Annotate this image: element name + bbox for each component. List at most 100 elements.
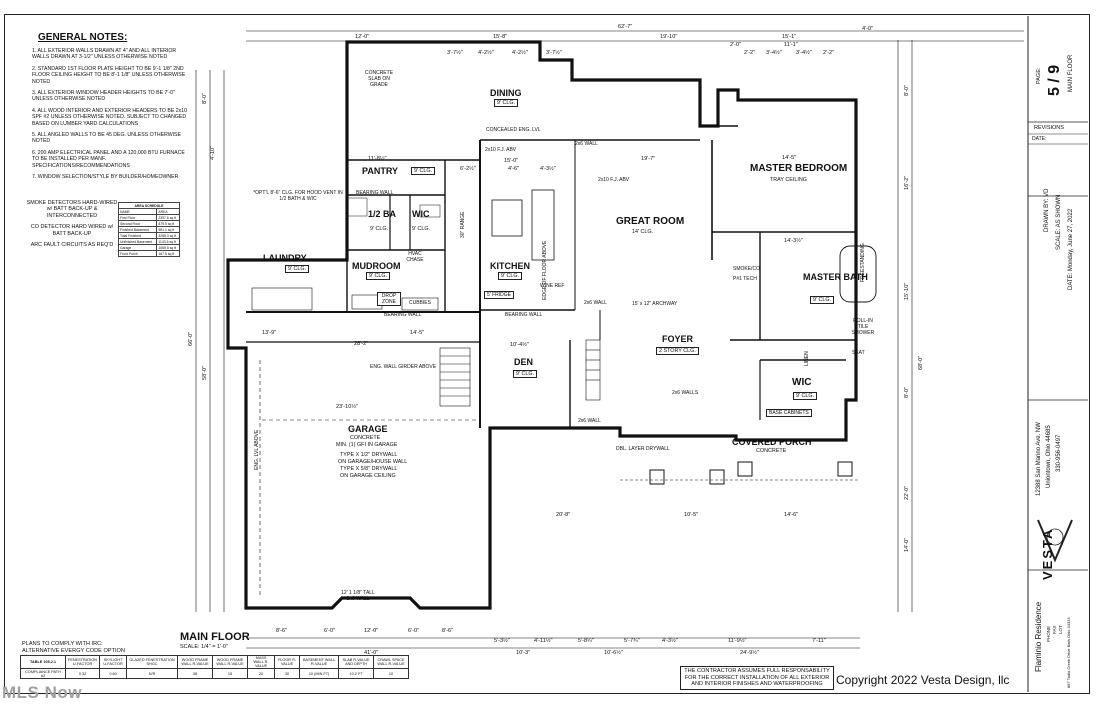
room-den: DEN	[514, 357, 534, 367]
energy-header: FENESTRATION U-FACTOR	[64, 655, 101, 669]
dim-label: 11'-8½"	[368, 156, 387, 162]
dim-label: 66'-0"	[188, 331, 194, 346]
garage-note: ON GARAGE CEILING	[340, 473, 396, 479]
dim-label: 8'-0"	[202, 92, 208, 104]
girder-label: ENG. WALL GIRDER ABOVE	[370, 364, 437, 370]
dim-label: 15'-1"	[782, 34, 797, 40]
dim-label: 62'-7"	[618, 24, 633, 30]
dim-label: 12'-0"	[355, 34, 370, 40]
note-item: 4. ALL WOOD INTERIOR AND EXTERIOR HEADER…	[32, 107, 187, 127]
garage-note: MIN. (1) GFI IN GARAGE	[336, 442, 398, 448]
edge-floor-label: EDGE OF FLOOR ABOVE	[542, 240, 548, 300]
energy-header: BASEMENT WALL R-VALUE	[299, 655, 340, 669]
firm-address: Uniontown, Ohio 44685	[1046, 425, 1052, 488]
dim-label: 2'-2"	[744, 50, 756, 56]
firm-phone: 330-956-0497	[1056, 434, 1062, 472]
energy-cell: 10	[373, 668, 410, 679]
energy-cell: COMPLIANCE PATH #2	[20, 668, 66, 679]
firm-address: 12388 San Marino Ave. NW	[1036, 422, 1042, 496]
porch-surface: CONCRETE	[756, 448, 787, 454]
dim-label: 23'-10½"	[336, 404, 359, 410]
energy-cell: 0.60	[99, 668, 128, 679]
dim-label: 14'-6"	[784, 512, 799, 518]
dim-label: 11'-1"	[784, 42, 798, 48]
dim-label: 5'-7¾"	[624, 638, 640, 644]
dim-label: 6'-0"	[408, 628, 420, 634]
room-kitchen: KITCHEN	[490, 261, 530, 271]
smoke-co-label: SMOKE/CO	[733, 266, 760, 272]
dim-label: 4'-2½"	[478, 50, 494, 56]
fj-label: 2x10 F.J. ABV	[485, 147, 517, 153]
bearing-wall-label: BEARING WALL	[384, 312, 422, 318]
dim-label: 28'-2"	[354, 341, 369, 347]
room-covered-porch: COVERED PORCH	[732, 437, 812, 447]
drawn-by: DRAWN BY: VD	[1044, 188, 1050, 232]
garage-door-note: 12' 1 1/8" TALL 2x6 WALL	[341, 590, 375, 602]
energy-header: WOOD FRAME WALL R-VALUE	[212, 655, 249, 669]
dim-label: 4'-0"	[862, 26, 874, 32]
hvac-chase-label: HVAC CHASE	[406, 251, 424, 263]
note-item: 5. ALL ANGLED WALLS TO BE 45 DEG. UNLESS…	[32, 132, 181, 145]
laundry-ceiling: 9' CLG.	[285, 265, 310, 273]
room-garage: GARAGE	[348, 424, 388, 434]
dim-label: 10'-4½"	[510, 342, 529, 348]
freestanding-label: FREESTANDING	[860, 243, 866, 282]
irc-line: PLANS TO COMPLY WITH IRC:	[22, 641, 103, 647]
master-bath-ceiling: 9' CLG.	[810, 296, 835, 304]
dim-label: 2'-0"	[730, 42, 742, 48]
energy-header: MASS WALL R-VALUE	[247, 655, 276, 669]
dim-label: 41'-0"	[364, 650, 379, 656]
contractor-note: THE CONTRACTOR ASSUMES FULL RESPONSABILI…	[680, 666, 834, 690]
dim-label: 14'-0"	[904, 537, 910, 552]
dim-label: 8'-0"	[904, 84, 910, 96]
irc-line: ALTERNATIVE EVERGY CODE OPTION	[22, 647, 125, 654]
wall-2x6-label: 2x6 WALL	[578, 418, 601, 424]
kitchen-ceiling: 9' CLG.	[498, 272, 523, 280]
room-master-bath: MASTER BATH	[803, 272, 868, 282]
room-half-bath: 1/2 BA	[368, 209, 397, 219]
dim-label: 4'-2½"	[512, 50, 528, 56]
smoke-note: SMOKE DETECTORS HARD-WIRED w/ BATT BACK-…	[26, 200, 118, 219]
hood-vent-note: *OPT'L 8'-6" CLG. FOR HOOD VENT IN 1/2 B…	[253, 190, 343, 202]
dim-label: 10'-5"	[684, 512, 699, 518]
general-notes: 1. ALL EXTERIOR WALLS DRAWN AT 4" AND AL…	[32, 48, 192, 186]
dim-label: 14'-5"	[410, 330, 425, 336]
dim-label: 15'-10"	[904, 282, 910, 300]
note-item: 2. STANDARD 1ST FLOOR PLATE HEIGHT TO BE…	[32, 65, 186, 85]
dim-label: 5'-8¼"	[578, 638, 594, 644]
energy-cell: 38	[177, 668, 214, 679]
dim-label: 7'-11"	[812, 638, 826, 644]
energy-code-table: TABLE 105.2.1 FENESTRATION U-FACTOR SKYL…	[20, 655, 410, 679]
walls-2x6-label: 2x6 WALLS	[672, 390, 699, 396]
note-item: 1. ALL EXTERIOR WALLS DRAWN AT 4" AND AL…	[32, 48, 177, 61]
fj-label: 2x10 F.J. ABV	[598, 177, 630, 183]
cubbies-label: CUBBIES	[409, 300, 431, 306]
dim-label: 15'-8"	[493, 34, 508, 40]
irc-note: PLANS TO COMPLY WITH IRC: ALTERNATIVE EV…	[22, 641, 125, 654]
range-label: 30" RANGE	[460, 211, 466, 238]
dim-label: 3'-7½"	[447, 50, 463, 56]
drawing-title: MAIN FLOOR	[180, 631, 250, 643]
wall-2x6-label: 2x6 WALL	[584, 300, 607, 306]
energy-cell: 30	[274, 668, 301, 679]
dim-label: 4'-3½"	[540, 166, 556, 172]
watermark: MLS Now	[2, 683, 82, 702]
date-label: DATE:	[1032, 136, 1047, 142]
energy-cell: N/R	[126, 668, 179, 679]
drop-zone-label: DROP ZONE	[377, 292, 401, 306]
garage-note: ON GARAGE/HOUSE WALL	[338, 459, 408, 465]
dim-label: 15'-0"	[504, 158, 519, 164]
room-laundry: LAUNDRY	[263, 253, 307, 263]
room-wic-small: WIC	[412, 209, 430, 219]
energy-cell: 20	[247, 668, 276, 679]
note-item: 3. ALL EXTERIOR WINDOW HEADER HEIGHTS TO…	[32, 90, 175, 103]
dim-label: 4'-11½"	[534, 638, 553, 644]
wine-ref-label: WINE REF	[540, 283, 565, 289]
note-item: 7. WINDOW SELECTION/STYLE BY BUILDER/HOM…	[32, 174, 179, 181]
wic-small-ceiling: 9' CLG.	[412, 226, 431, 232]
lvl-above-label: ENG. LVL ABOVE	[254, 429, 260, 470]
dim-label: 8'-0"	[904, 386, 910, 398]
seat-label: SEAT	[852, 350, 865, 356]
copyright-text: Copyright 2022 Vesta Design, llc	[836, 673, 1010, 687]
room-dining: DINING	[490, 88, 522, 98]
